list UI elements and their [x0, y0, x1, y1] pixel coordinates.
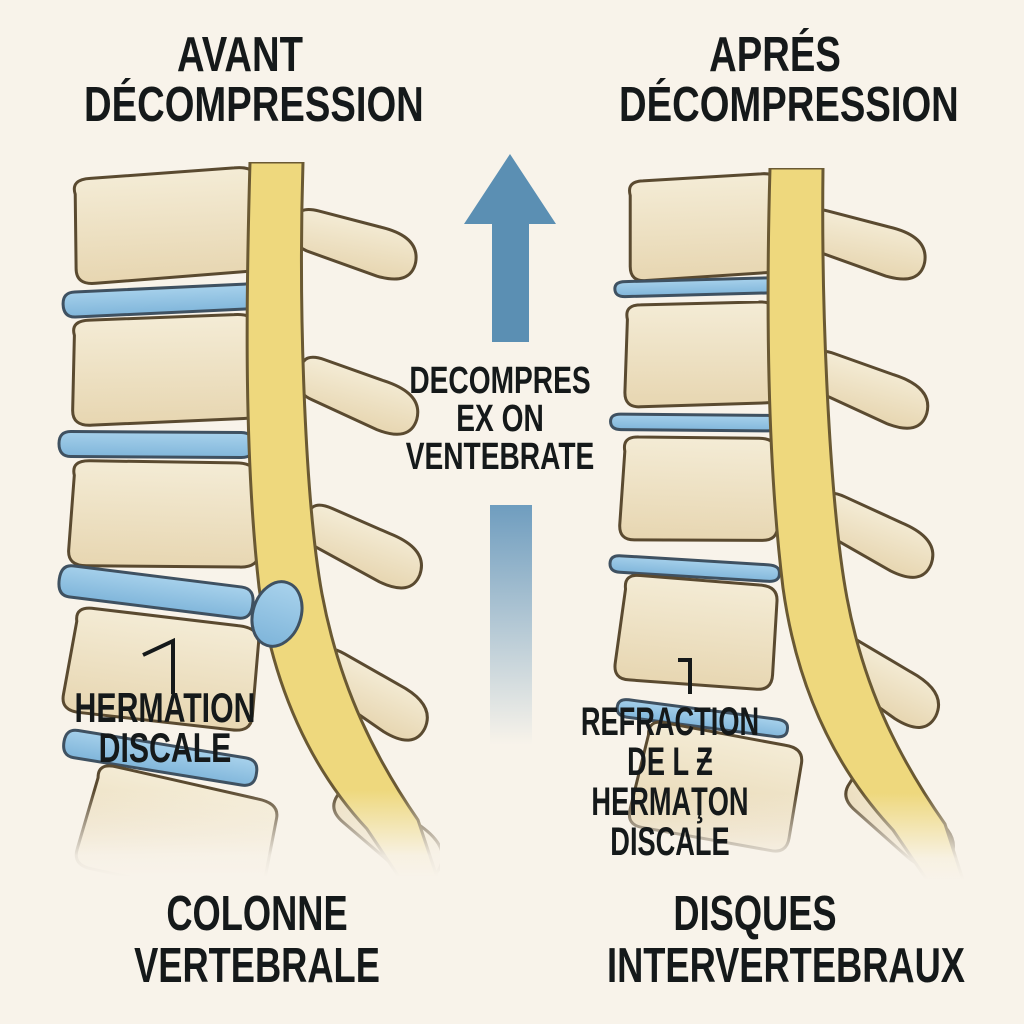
spinal-cord	[245, 162, 439, 877]
spinous-process	[287, 205, 424, 285]
spine-before-illustration	[45, 162, 440, 877]
annotation-leader-line	[678, 658, 692, 694]
annotation-herniation: HERMATION DISCALE	[15, 684, 315, 771]
spinal-cord	[766, 168, 965, 880]
annotation-retraction: REFRACTION DE L Ƶ HERMAŢON DISCALE	[520, 702, 820, 862]
bottom-fade	[45, 790, 440, 877]
vertebra-body	[66, 455, 264, 574]
arrow-label-line1: DECOMPRES	[409, 360, 591, 402]
arrow-label-line3: VENTEBRATE	[405, 436, 595, 478]
vertebra-body	[69, 164, 269, 286]
title-before: AVANT DÉCOMPRESSION	[40, 30, 440, 130]
annotation-herniation-line2: DISCALE	[98, 724, 232, 771]
vertebra-body	[69, 312, 265, 427]
vertebra-body	[625, 171, 788, 283]
annotation-herniation-line1: HERMATION	[74, 684, 256, 731]
caption-intervertebral-discs-line2: INTERVERTEBRAUX	[607, 939, 965, 993]
annotation-retraction-line3: HERMAŢON	[591, 780, 749, 824]
bottom-fade	[595, 793, 995, 880]
up-arrow-icon	[464, 154, 556, 342]
annotation-leader-line	[142, 637, 175, 694]
annotation-retraction-line1: REFRACTION	[580, 700, 760, 744]
gradient-direction-bar	[490, 505, 532, 745]
caption-spinal-column-line2: VERTEBRALE	[134, 939, 380, 993]
caption-spinal-column-line1: COLONNE	[166, 887, 348, 941]
decompression-arrow-label: DECOMPRES EX ON VENTEBRATE	[350, 362, 650, 476]
caption-intervertebral-discs: DISQUES INTERVERTEBRAUX	[555, 887, 965, 993]
herniation-bulge	[250, 580, 304, 648]
arrow-label-line2: EX ON	[456, 398, 544, 440]
annotation-retraction-line2: DE L Ƶ	[627, 740, 713, 784]
title-after-line1: APRÉS	[709, 28, 841, 82]
annotation-retraction-line4: DISCALE	[610, 820, 730, 864]
title-before-line2: DÉCOMPRESSION	[84, 78, 424, 132]
intervertebral-disc	[61, 282, 260, 319]
vertebra-body	[612, 569, 784, 697]
caption-spinal-column: COLONNE VERTEBRALE	[57, 888, 457, 992]
spine-after-illustration	[595, 168, 995, 880]
intervertebral-disc	[613, 276, 783, 299]
intervertebral-disc	[57, 427, 256, 462]
caption-intervertebral-discs-line1: DISQUES	[673, 887, 837, 941]
title-after: APRÉS DÉCOMPRESSION	[575, 30, 975, 130]
title-before-line1: AVANT	[177, 28, 303, 82]
title-after-line2: DÉCOMPRESSION	[619, 78, 959, 132]
